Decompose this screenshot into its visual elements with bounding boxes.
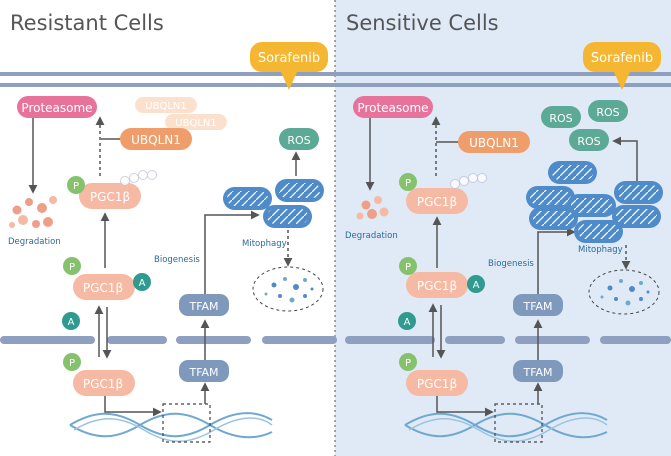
- resistant-mitophagosome: [252, 266, 324, 312]
- svg-text:ROS: ROS: [549, 112, 572, 125]
- sensitive-tfam-nucleus: TFAM: [513, 360, 563, 382]
- svg-text:TFAM: TFAM: [188, 300, 218, 313]
- svg-text:PGC1β: PGC1β: [83, 281, 123, 295]
- svg-text:Sorafenib: Sorafenib: [591, 51, 653, 66]
- sensitive-mitophagy-label: Mitophagy: [578, 245, 623, 255]
- svg-text:A: A: [404, 317, 411, 328]
- arrow-s-mito-to-ros: [612, 136, 638, 181]
- resistant-tfam-cytoplasm: TFAM: [179, 294, 229, 316]
- sensitive-mitophagosome: [588, 269, 660, 315]
- svg-text:PGC1β: PGC1β: [90, 190, 130, 204]
- resistant-biogenesis-label: Biogenesis: [154, 255, 200, 265]
- resistant-pgc1b-nucleus: PGC1β P: [63, 353, 135, 396]
- arrow-s-pgc-to-promoter: [436, 396, 494, 417]
- svg-text:ROS: ROS: [596, 106, 619, 119]
- svg-text:P: P: [73, 181, 79, 192]
- resistant-degradation-label: Degradation: [8, 237, 61, 247]
- sensitive-pgc1b-top: PGC1β P: [399, 173, 468, 214]
- sensitive-sorafenib: Sorafenib: [583, 42, 661, 90]
- svg-text:Proteasome: Proteasome: [21, 101, 92, 115]
- svg-text:UBQLN1: UBQLN1: [131, 133, 181, 147]
- sensitive-ubiquitin-chain: [450, 173, 487, 189]
- sensitive-promoter-box: [494, 403, 543, 443]
- resistant-degradation-particles: [9, 196, 57, 228]
- svg-text:P: P: [69, 262, 75, 273]
- svg-text:A: A: [473, 280, 480, 291]
- svg-text:PGC1β: PGC1β: [417, 279, 457, 293]
- svg-text:TFAM: TFAM: [522, 366, 552, 379]
- sensitive-pgc1b-mid: PGC1β P A: [399, 257, 485, 298]
- arrow-pgc-to-promoter: [104, 396, 162, 417]
- sensitive-biogenesis-label: Biogenesis: [488, 259, 534, 269]
- resistant-acetyl-free: A: [62, 312, 80, 330]
- arrow-s-tfam-to-mito: [537, 227, 576, 294]
- sensitive-acetyl-free: A: [398, 312, 416, 330]
- svg-text:PGC1β: PGC1β: [83, 377, 123, 391]
- sensitive-degradation-particles: [356, 196, 389, 220]
- resistant-pgc1b-top: PGC1β P: [67, 176, 141, 209]
- svg-text:ROS: ROS: [577, 135, 600, 148]
- svg-text:Proteasome: Proteasome: [357, 101, 428, 115]
- resistant-pgc1b-mid: PGC1β P A: [63, 257, 151, 300]
- svg-text:P: P: [69, 358, 75, 369]
- arrow-tfam-to-mito: [204, 210, 260, 294]
- sensitive-pgc1b-nucleus: PGC1β P: [399, 353, 468, 396]
- svg-text:P: P: [405, 358, 411, 369]
- sensitive-proteasome: Proteasome: [353, 96, 433, 118]
- svg-text:TFAM: TFAM: [188, 366, 218, 379]
- sensitive-ubqln1: UBQLN1: [458, 131, 530, 153]
- svg-text:A: A: [68, 317, 75, 328]
- resistant-promoter-box: [162, 403, 211, 443]
- resistant-sorafenib: Sorafenib: [250, 42, 328, 90]
- svg-text:ROS: ROS: [287, 134, 310, 147]
- svg-text:A: A: [139, 278, 146, 289]
- cell-membrane-inner: [0, 83, 671, 87]
- sensitive-mitochondria: [526, 161, 663, 243]
- sensitive-title: Sensitive Cells: [346, 11, 499, 35]
- nuclear-membrane: [0, 336, 671, 344]
- svg-text:UBQLN1: UBQLN1: [469, 136, 519, 150]
- resistant-ubqln1: UBQLN1: [120, 128, 192, 150]
- svg-text:UBQLN1: UBQLN1: [175, 118, 216, 129]
- resistant-proteasome: Proteasome: [17, 96, 97, 118]
- svg-text:TFAM: TFAM: [522, 300, 552, 313]
- svg-text:P: P: [405, 262, 411, 273]
- resistant-dna: [69, 412, 273, 442]
- resistant-title: Resistant Cells: [10, 11, 164, 35]
- resistant-mitochondria: [223, 179, 324, 228]
- svg-text:UBQLN1: UBQLN1: [145, 101, 186, 112]
- sensitive-tfam-cytoplasm: TFAM: [513, 294, 563, 316]
- svg-text:PGC1β: PGC1β: [417, 377, 457, 391]
- resistant-tfam-nucleus: TFAM: [179, 360, 229, 382]
- cell-membrane-outer: [0, 72, 671, 76]
- sensitive-ros-cluster: ROS ROS ROS: [541, 100, 628, 151]
- sensitive-degradation-label: Degradation: [345, 231, 398, 241]
- svg-text:Sorafenib: Sorafenib: [258, 51, 320, 66]
- resistant-ros: ROS: [279, 128, 319, 150]
- sensitive-dna: [404, 412, 608, 442]
- svg-text:PGC1β: PGC1β: [417, 195, 457, 209]
- resistant-mitophagy-label: Mitophagy: [242, 239, 287, 249]
- svg-text:P: P: [405, 178, 411, 189]
- resistant-ubiquitin-chain: [120, 170, 157, 186]
- resistant-ubqln1-ghost: UBQLN1 UBQLN1: [135, 97, 227, 130]
